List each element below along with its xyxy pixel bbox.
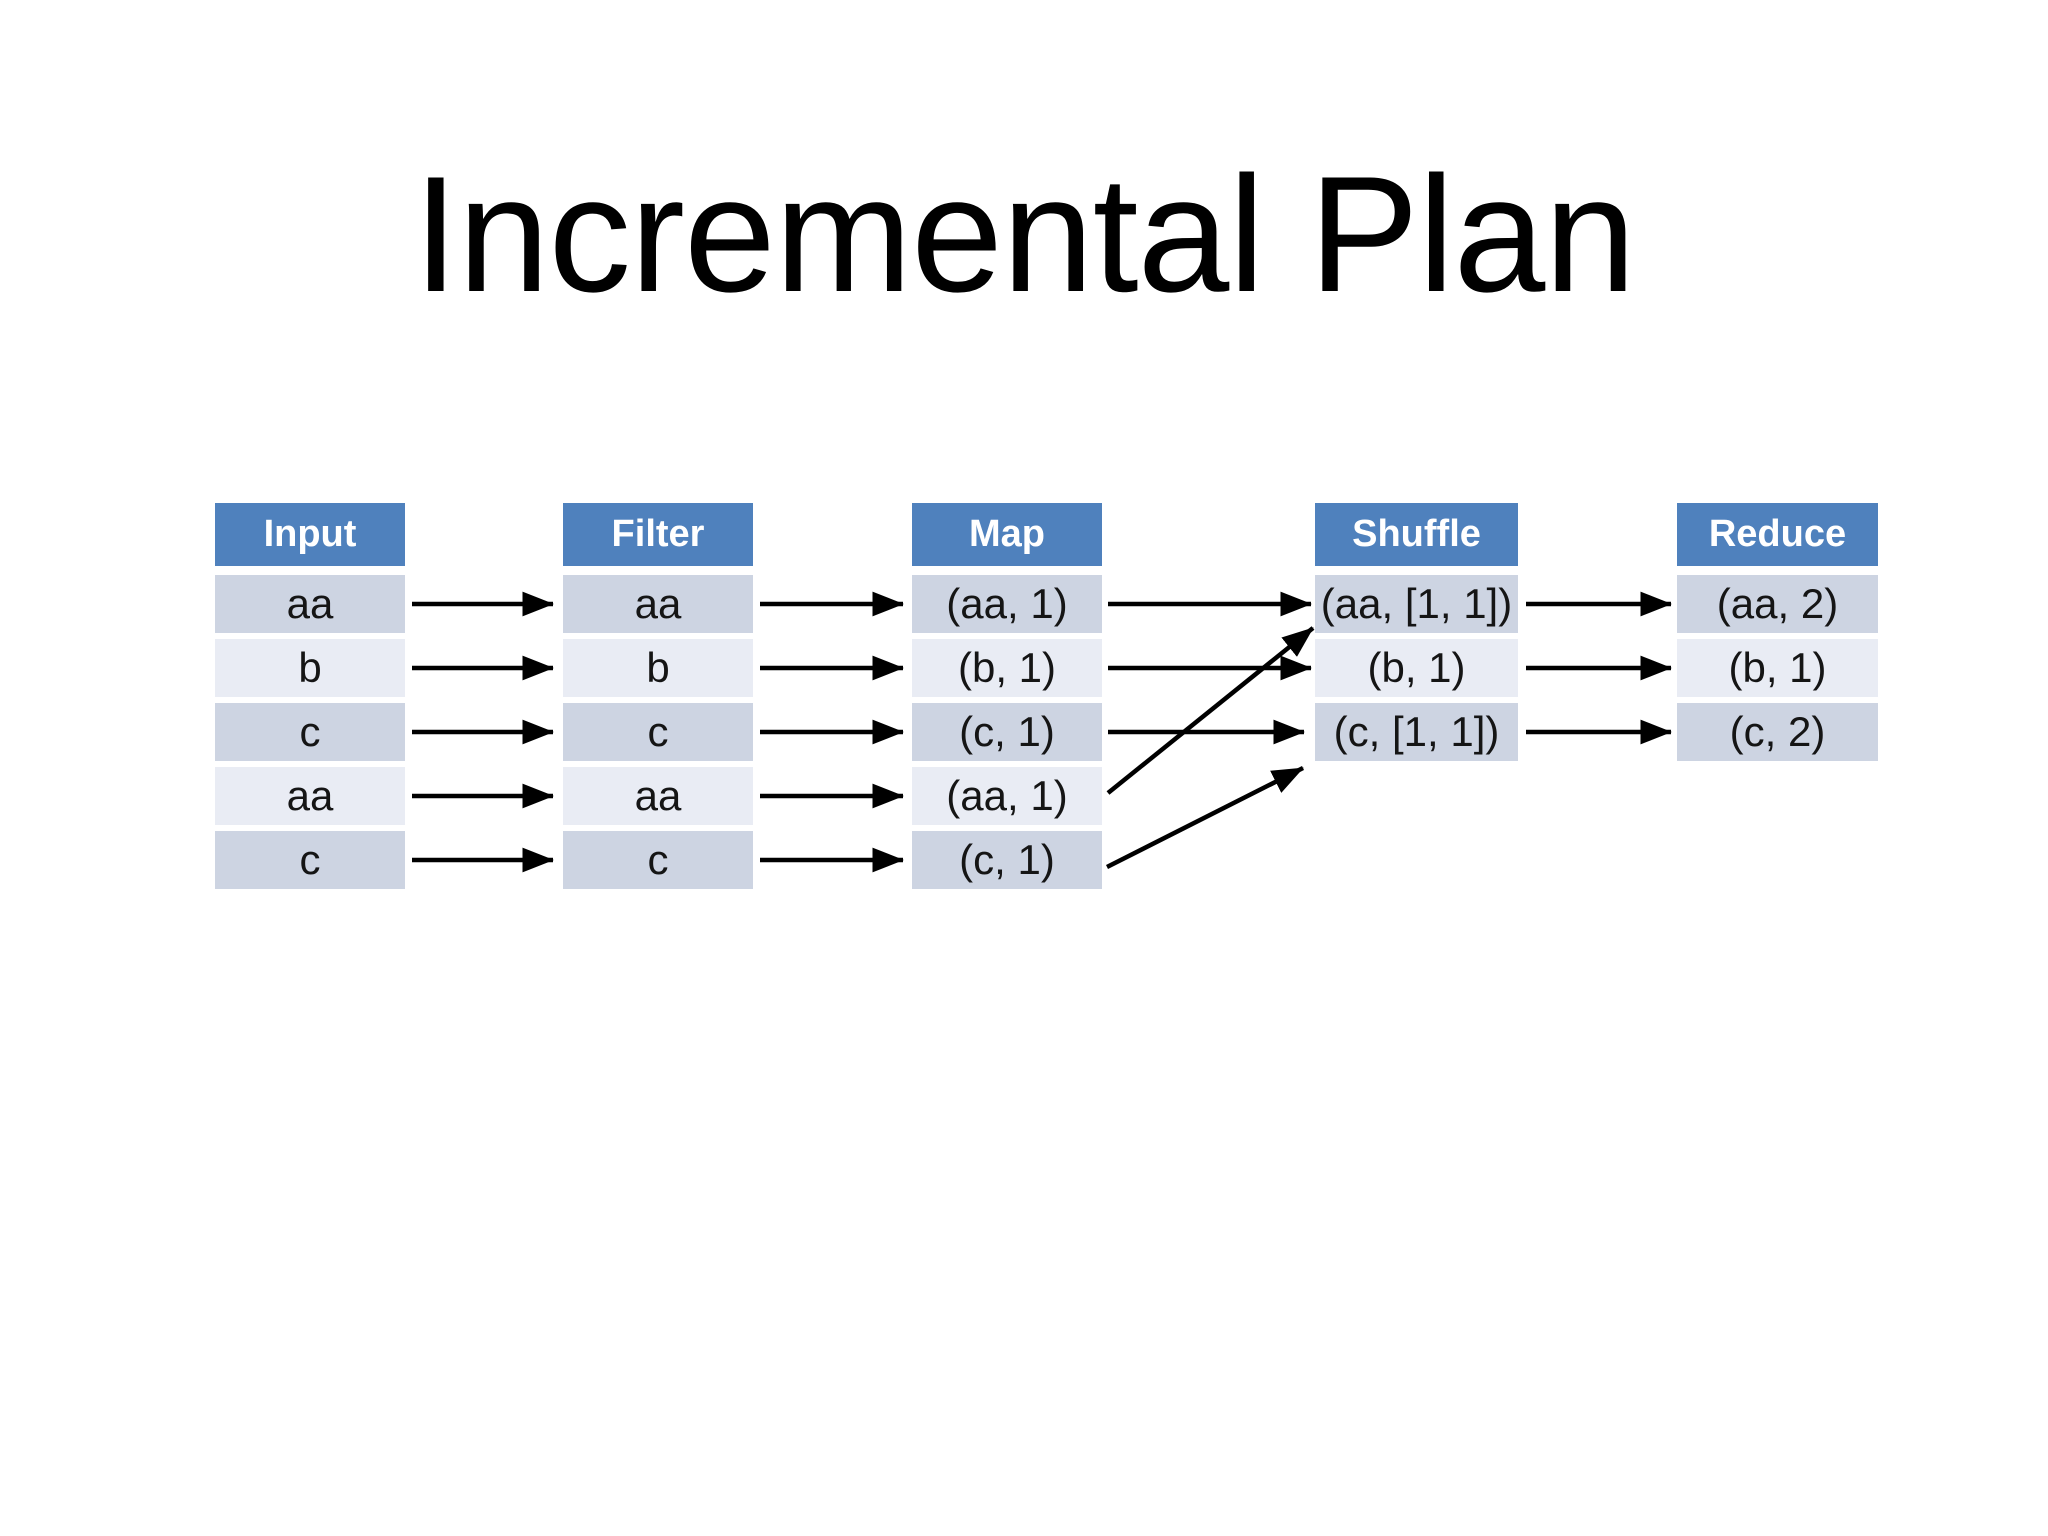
page-title: Incremental Plan (412, 142, 1636, 326)
table-row: (aa, 2) (1677, 575, 1878, 633)
table-row: (c, 1) (912, 703, 1102, 761)
arrow-map-row5-to-shuffle-row3 (1105, 765, 1305, 870)
table-row: (aa, 1) (912, 575, 1102, 633)
input-column-header: Input (215, 503, 405, 566)
table-row: aa (563, 767, 753, 825)
arrow-map-row4-to-shuffle-row1 (1106, 626, 1315, 795)
shuffle-column: Shuffle (aa, [1, 1]) (b, 1) (c, [1, 1]) (1315, 503, 1518, 761)
table-row: (aa, [1, 1]) (1315, 575, 1518, 633)
map-column: Map (aa, 1) (b, 1) (c, 1) (aa, 1) (c, 1) (912, 503, 1102, 889)
table-row: (c, [1, 1]) (1315, 703, 1518, 761)
table-row: aa (563, 575, 753, 633)
table-row: c (215, 831, 405, 889)
filter-column: Filter aa b c aa c (563, 503, 753, 889)
table-row: (c, 1) (912, 831, 1102, 889)
shuffle-column-header: Shuffle (1315, 503, 1518, 566)
table-row: b (563, 639, 753, 697)
table-row: (b, 1) (912, 639, 1102, 697)
filter-column-header: Filter (563, 503, 753, 566)
table-row: b (215, 639, 405, 697)
reduce-column: Reduce (aa, 2) (b, 1) (c, 2) (1677, 503, 1878, 761)
table-row: (b, 1) (1677, 639, 1878, 697)
reduce-column-header: Reduce (1677, 503, 1878, 566)
table-row: (c, 2) (1677, 703, 1878, 761)
table-row: c (563, 703, 753, 761)
input-column: Input aa b c aa c (215, 503, 405, 889)
map-column-header: Map (912, 503, 1102, 566)
table-row: (b, 1) (1315, 639, 1518, 697)
table-row: c (215, 703, 405, 761)
table-row: c (563, 831, 753, 889)
table-row: aa (215, 575, 405, 633)
table-row: (aa, 1) (912, 767, 1102, 825)
table-row: aa (215, 767, 405, 825)
